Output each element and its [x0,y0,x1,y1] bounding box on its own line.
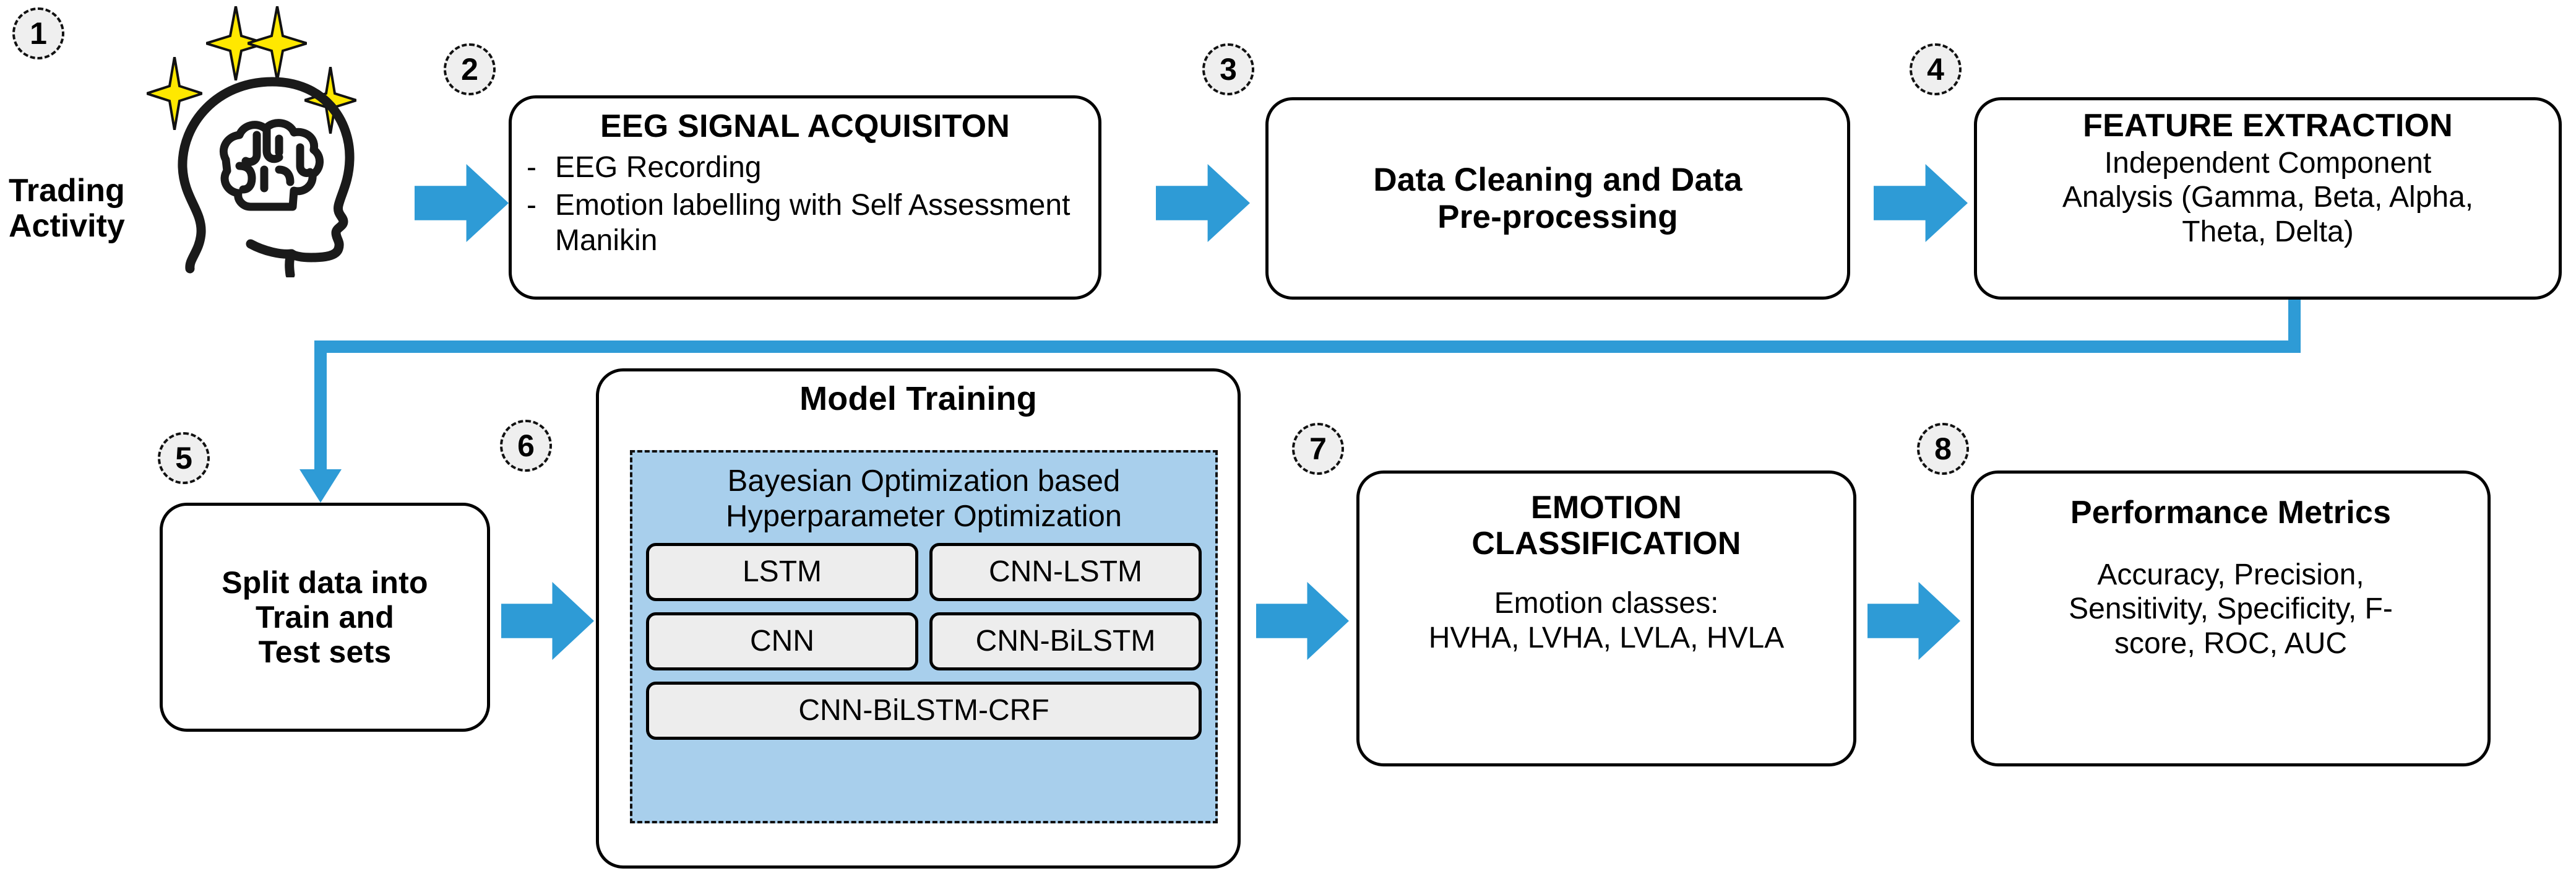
emotion-classification-line1: Emotion classes: [1494,587,1719,620]
step-badge-8: 8 [1917,423,1969,475]
eeg-acquisition-title: EEG SIGNAL ACQUISITON [600,108,1010,144]
box-data-cleaning: Data Cleaning and Data Pre-processing [1265,97,1850,300]
step-number-5: 5 [175,441,192,475]
model-training-title: Model Training [799,380,1037,417]
elbow-connector-segment-left [314,340,2301,353]
step-badge-4: 4 [1910,43,1962,95]
step-number-6: 6 [517,428,535,463]
feature-extraction-title: FEATURE EXTRACTION [2083,108,2453,144]
model-chip-cnn-bilstm-crf[interactable]: CNN-BiLSTM-CRF [646,681,1202,740]
eeg-bullet-2: Emotion labelling with Self Assessment M… [555,189,1070,258]
feature-extraction-line3: Theta, Delta) [2182,215,2354,248]
step-badge-2: 2 [444,43,496,95]
source-label-line1: Trading [9,173,125,209]
emotion-classification-title-line1: EMOTION [1530,490,1682,526]
eeg-bullet-1: EEG Recording [555,151,762,184]
emotion-classification-title-line2: CLASSIFICATION [1471,526,1741,562]
step-number-8: 8 [1934,431,1952,466]
panel-heading-line2: Hyperparameter Optimization [726,499,1122,533]
source-label-line2: Activity [9,208,125,245]
head-with-brain-icon [158,73,405,280]
step-badge-1: 1 [12,7,64,59]
data-cleaning-line1: Data Cleaning and Data [1373,162,1742,199]
model-chip-row: CNN CNN-BiLSTM [646,612,1202,670]
split-data-line2: Train and [255,600,395,635]
step-number-7: 7 [1309,431,1327,466]
sparkle-icon [142,56,207,133]
model-chip-row: LSTM CNN-LSTM [646,542,1202,601]
step-number-2: 2 [461,52,478,87]
feature-extraction-line1: Independent Component [2104,147,2432,180]
bullet-marker: - [527,189,536,222]
performance-metrics-line3: score, ROC, AUC [2114,627,2348,660]
data-cleaning-line2: Pre-processing [1437,198,1678,235]
emotion-classification-line2: HVHA, LVHA, LVLA, HVLA [1428,621,1785,654]
step-number-3: 3 [1220,52,1237,87]
performance-metrics-line2: Sensitivity, Specificity, F- [2069,592,2393,626]
panel-heading: Bayesian Optimization based Hyperparamet… [726,464,1122,534]
feature-extraction-line2: Analysis (Gamma, Beta, Alpha, [2062,181,2474,214]
model-chip-cnn-lstm[interactable]: CNN-LSTM [929,542,1202,601]
elbow-connector-segment-down [2288,300,2301,353]
step-badge-5: 5 [158,432,210,484]
hyperparameter-optimization-panel: Bayesian Optimization based Hyperparamet… [630,450,1218,823]
source-label: Trading Activity [9,173,125,244]
box-eeg-acquisition: EEG SIGNAL ACQUISITON - EEG Recording - … [509,95,1101,300]
model-chip-grid: LSTM CNN-LSTM CNN CNN-BiLSTM CNN-BiLSTM-… [632,542,1215,751]
arrow-right-icon-3-4 [1874,164,1968,242]
model-chip-cnn[interactable]: CNN [646,612,918,670]
model-chip-lstm[interactable]: LSTM [646,542,918,601]
sparkle-icon [243,6,311,84]
sparkle-icon [202,6,270,84]
model-chip-cnn-bilstm[interactable]: CNN-BiLSTM [929,612,1202,670]
split-data-line3: Test sets [258,635,392,669]
elbow-connector-segment-down2 [314,340,327,472]
step-badge-7: 7 [1292,423,1344,475]
step-number-4: 4 [1927,52,1944,87]
arrow-right-icon-2-3 [1156,164,1250,242]
arrow-right-icon-7-8 [1867,582,1960,660]
step-number-1: 1 [30,16,47,51]
bullet-marker: - [527,151,536,184]
box-feature-extraction: FEATURE EXTRACTION Independent Component… [1974,97,2562,300]
box-emotion-classification: EMOTION CLASSIFICATION Emotion classes: … [1356,471,1856,766]
performance-metrics-title: Performance Metrics [2070,495,2392,531]
step-badge-3: 3 [1202,43,1254,95]
elbow-connector-arrowhead [299,469,342,503]
box-performance-metrics: Performance Metrics Accuracy, Precision,… [1971,471,2491,766]
step-badge-6: 6 [500,420,552,472]
arrow-right-icon-5-6 [501,582,594,660]
arrow-right-icon-1-2 [415,164,509,242]
model-chip-row: CNN-BiLSTM-CRF [646,681,1202,740]
box-split-data: Split data into Train and Test sets [160,503,490,732]
performance-metrics-line1: Accuracy, Precision, [2097,558,2364,592]
arrow-right-icon-6-7 [1256,582,1349,660]
panel-heading-line1: Bayesian Optimization based [727,464,1121,498]
split-data-line1: Split data into [222,565,428,600]
